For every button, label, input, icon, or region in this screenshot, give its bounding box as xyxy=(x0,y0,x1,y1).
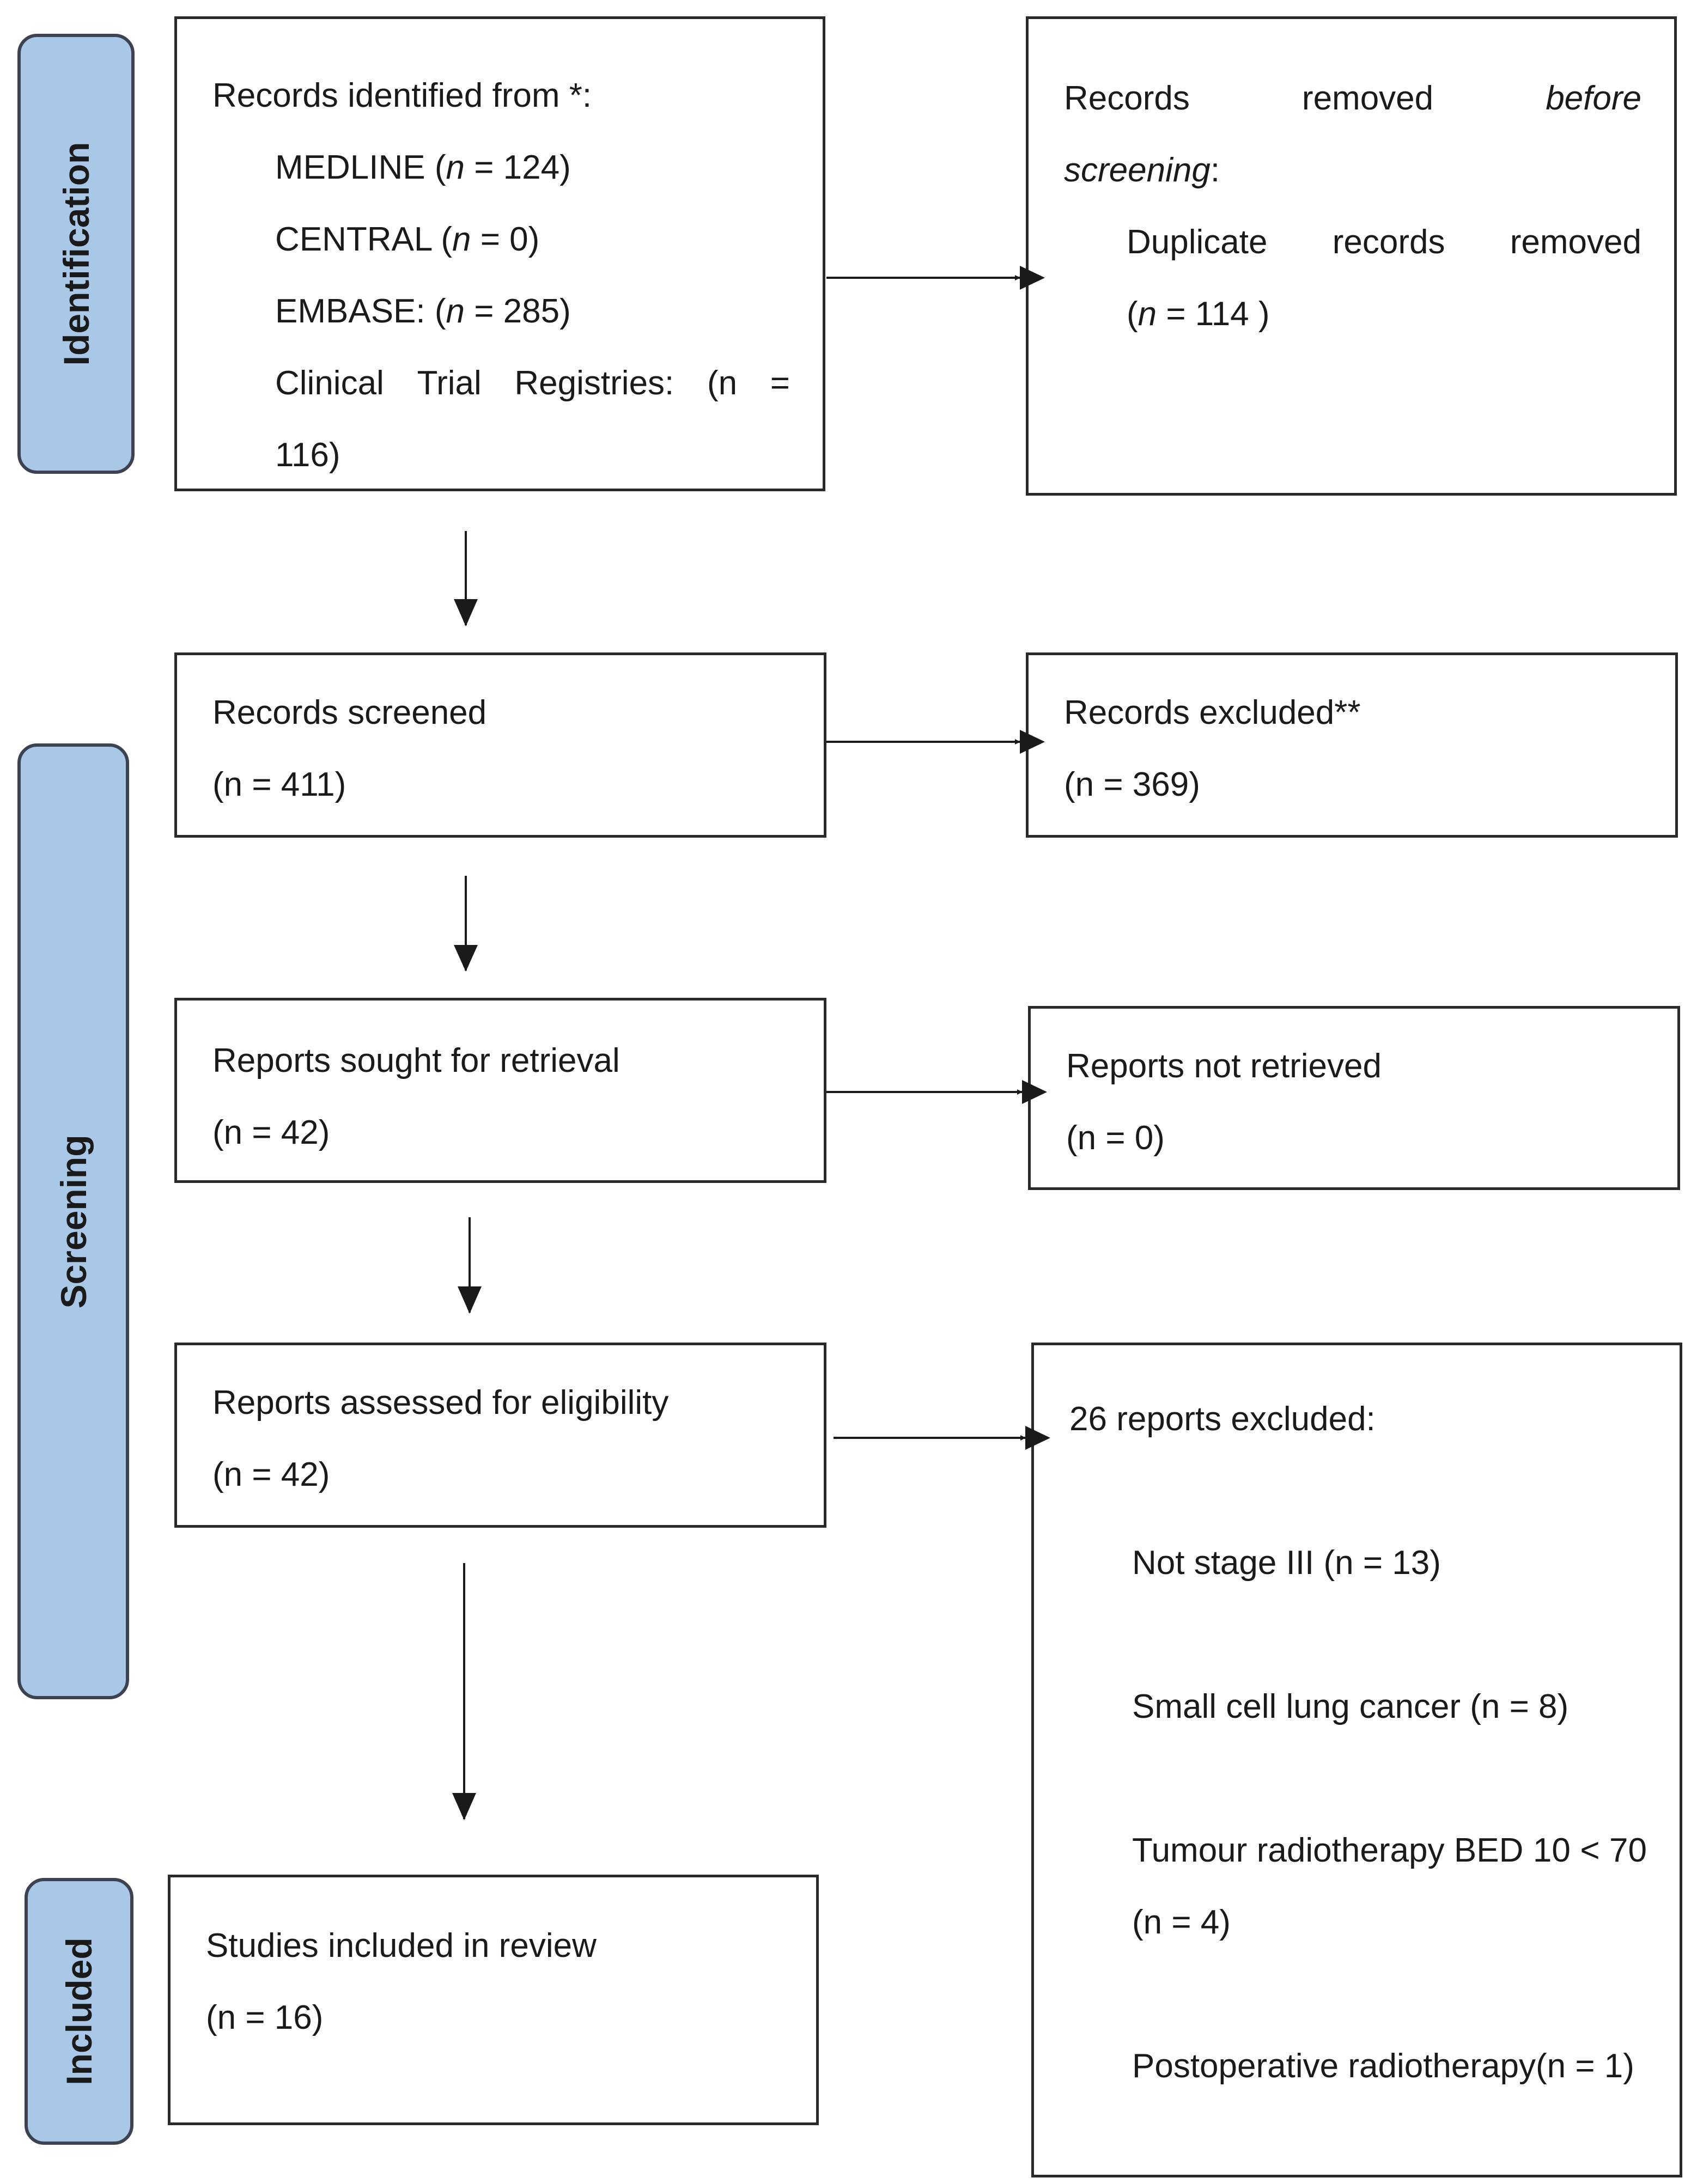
reason-postoperative-radiotherapy: Postoperative radiotherapy(n = 1) xyxy=(1132,2047,1634,2085)
studies-included-count: (n = 16) xyxy=(206,1999,324,2036)
arrowhead-identified-to-screened xyxy=(454,599,478,626)
records-removed-heading: Records removed before xyxy=(1064,80,1641,117)
reason-tumour-radiotherapy-bed: Tumour radiotherapy BED 10 < 70 (n = 4) xyxy=(1132,1832,1647,1941)
reason-small-cell-lung-cancer: Small cell lung cancer (n = 8) xyxy=(1132,1688,1569,1725)
phase-identification: Identification xyxy=(17,34,135,474)
duplicate-records-removed: Duplicate records removed xyxy=(1127,223,1641,261)
reports-sought-box: Reports sought for retrieval (n = 42) xyxy=(174,998,826,1183)
reports-excluded-reasons-box: 26 reports excluded: Not stage III (n = … xyxy=(1031,1343,1682,2177)
source-embase: EMBASE: (n = 285) xyxy=(275,292,571,330)
reports-assessed-label: Reports assessed for eligibility xyxy=(212,1384,669,1422)
studies-included-box: Studies included in review (n = 16) xyxy=(168,1875,819,2125)
arrowhead-assessed-to-excluded xyxy=(1025,1426,1050,1450)
records-excluded-count: (n = 369) xyxy=(1064,766,1200,803)
reports-not-retrieved-count: (n = 0) xyxy=(1066,1119,1165,1157)
reason-not-stage-iii: Not stage III (n = 13) xyxy=(1132,1544,1441,1582)
records-screened-box: Records screened (n = 411) xyxy=(174,652,826,838)
arrowhead-sought-to-not-retrieved xyxy=(1022,1080,1047,1104)
reports-excluded-heading: 26 reports excluded: xyxy=(1069,1400,1376,1438)
records-screened-label: Records screened xyxy=(212,694,487,731)
arrowhead-screened-to-sought xyxy=(454,945,478,972)
source-central: CENTRAL (n = 0) xyxy=(275,221,540,258)
reports-sought-count: (n = 42) xyxy=(212,1114,330,1151)
phase-included: Included xyxy=(25,1878,133,2145)
records-screened-count: (n = 411) xyxy=(212,766,346,803)
source-clinical-trial-registries-count: 116) xyxy=(275,436,340,474)
records-excluded-label: Records excluded** xyxy=(1064,694,1361,731)
phase-screening: Screening xyxy=(17,743,129,1699)
records-identified-heading: Records identified from *: xyxy=(212,77,592,114)
reports-not-retrieved-box: Reports not retrieved (n = 0) xyxy=(1028,1006,1680,1190)
reports-assessed-box: Reports assessed for eligibility (n = 42… xyxy=(174,1343,826,1528)
records-identified-box: Records identified from *: MEDLINE (n = … xyxy=(174,16,825,491)
reports-not-retrieved-label: Reports not retrieved xyxy=(1066,1047,1382,1085)
records-removed-box: Records removed before screening: Duplic… xyxy=(1026,16,1677,496)
studies-included-label: Studies included in review xyxy=(206,1927,597,1965)
records-removed-heading-line2: screening: xyxy=(1064,151,1220,189)
arrowhead-sought-to-assessed xyxy=(458,1286,482,1314)
duplicate-records-count: (n = 114 ) xyxy=(1127,295,1270,333)
reports-assessed-count: (n = 42) xyxy=(212,1456,330,1493)
source-medline: MEDLINE (n = 124) xyxy=(275,149,571,186)
reports-sought-label: Reports sought for retrieval xyxy=(212,1042,620,1079)
arrowhead-screened-to-excluded xyxy=(1020,730,1045,754)
arrowhead-identified-to-removed xyxy=(1020,266,1045,290)
arrowhead-assessed-to-included xyxy=(452,1793,476,1820)
